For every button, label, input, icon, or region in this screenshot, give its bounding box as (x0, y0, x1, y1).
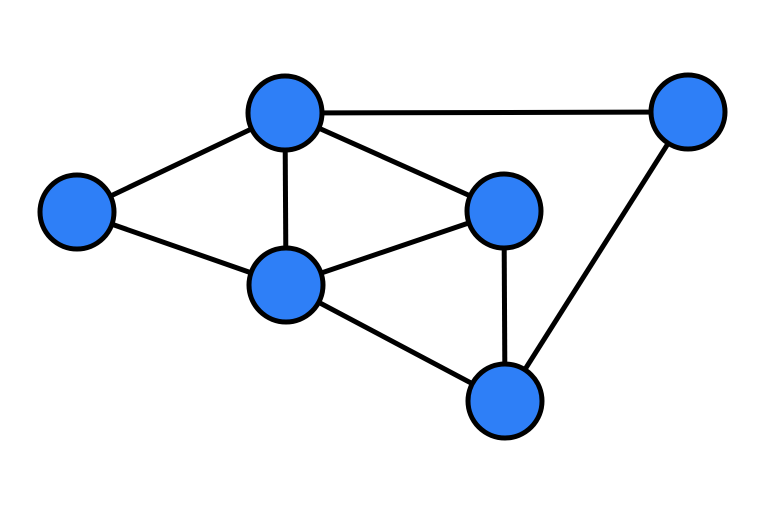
node-center-bottom[interactable] (246, 245, 326, 325)
edge-top-right-middle (283, 110, 506, 214)
edge-center-bottom-bottom (284, 282, 507, 404)
edge-top-right-bottom (502, 110, 691, 403)
edge-top-top-right (284, 109, 689, 116)
node-bottom[interactable] (465, 361, 545, 441)
node-top-right[interactable] (648, 72, 728, 152)
node-left[interactable] (37, 172, 117, 252)
node-right-middle[interactable] (464, 171, 544, 251)
node-layer (37, 72, 728, 441)
edge-layer (75, 109, 691, 404)
node-top[interactable] (245, 73, 325, 153)
